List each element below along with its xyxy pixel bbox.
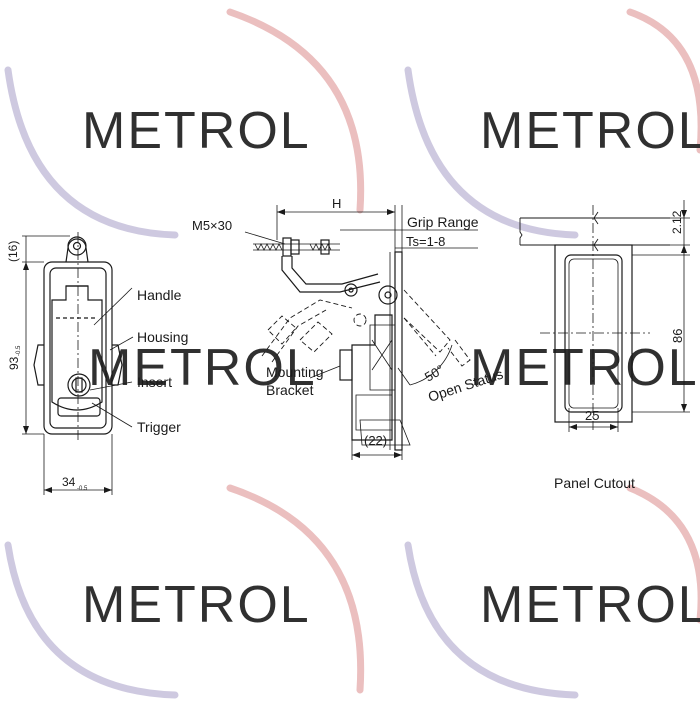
watermark-text: METROL [82, 576, 311, 634]
latch-ring-hole [72, 241, 82, 251]
label-insert: Insert [137, 374, 172, 390]
screw-thread-left [254, 243, 283, 251]
label-housing: Housing [137, 329, 188, 345]
front-dim-width-tol: -0.5 [77, 486, 88, 492]
nut-2 [290, 239, 300, 255]
front-dim-height: 93 [7, 356, 21, 370]
housing-leader [109, 336, 134, 351]
front-view [22, 232, 134, 495]
label-handle: Handle [137, 287, 182, 303]
cutout-inner [564, 254, 623, 413]
side-angle: 50° [422, 362, 447, 385]
nut-3 [320, 239, 330, 255]
side-grip-range: Grip Range [407, 214, 479, 230]
cutout-outline [554, 244, 633, 423]
insert-cylinder [67, 373, 91, 397]
open-status-ghost [261, 289, 471, 367]
watermark-bottom-right: METROL [404, 484, 700, 699]
cutout-dim-width: 25 [585, 408, 599, 423]
latch-body [351, 314, 393, 441]
watermark-bottom-left: METROL [4, 484, 365, 699]
side-mounting-line2: Bracket [266, 382, 314, 398]
ring-neck [65, 238, 89, 263]
front-dim-top: (16) [6, 241, 20, 262]
handle-leader [93, 287, 133, 326]
side-screw-label: M5×30 [192, 218, 232, 233]
label-trigger: Trigger [137, 419, 181, 435]
pivot-1 [344, 283, 358, 297]
side-ts: Ts=1-8 [406, 234, 445, 249]
watermark-top-left: METROL [4, 8, 365, 239]
cutout-title: Panel Cutout [554, 475, 635, 491]
front-dim-width: 34 [62, 475, 76, 489]
side-mounting-line1: Mounting [266, 364, 324, 380]
side-dim-depth: (22) [364, 433, 387, 448]
bracket-leader [309, 365, 341, 379]
watermark-text: METROL [480, 102, 700, 160]
side-view [244, 205, 478, 460]
nut-1 [282, 237, 292, 257]
front-dim-height-group: 93 -0.5 [7, 345, 22, 370]
side-tab-left [33, 344, 44, 386]
handle-outline [51, 285, 103, 411]
watermark-text-middle-right: METROL [470, 339, 699, 397]
watermark-text-middle: METROL [88, 339, 317, 397]
cutout-dim-height: 86 [670, 329, 685, 343]
trigger-outline [57, 397, 101, 417]
panel-cutout-view [519, 200, 690, 432]
side-dim-h: H [332, 196, 341, 211]
trigger-leader [91, 402, 133, 428]
cutout-dim-top: 2.12 [670, 210, 684, 234]
front-dim-height-tol: -0.5 [16, 345, 22, 356]
watermark-text: METROL [82, 102, 311, 160]
mounting-bracket-bolt [339, 349, 353, 381]
watermark-text: METROL [480, 576, 700, 634]
insert-leader [89, 381, 133, 391]
pivot-2 [378, 285, 398, 305]
cam-arm [281, 256, 381, 293]
watermark-top-right: METROL [404, 8, 700, 239]
angle-arc [409, 344, 453, 386]
screw-leader [244, 231, 286, 245]
watermark-layer: METROL METROL METROL METROL METROL METRO… [4, 8, 700, 699]
latch-ring [67, 236, 87, 256]
